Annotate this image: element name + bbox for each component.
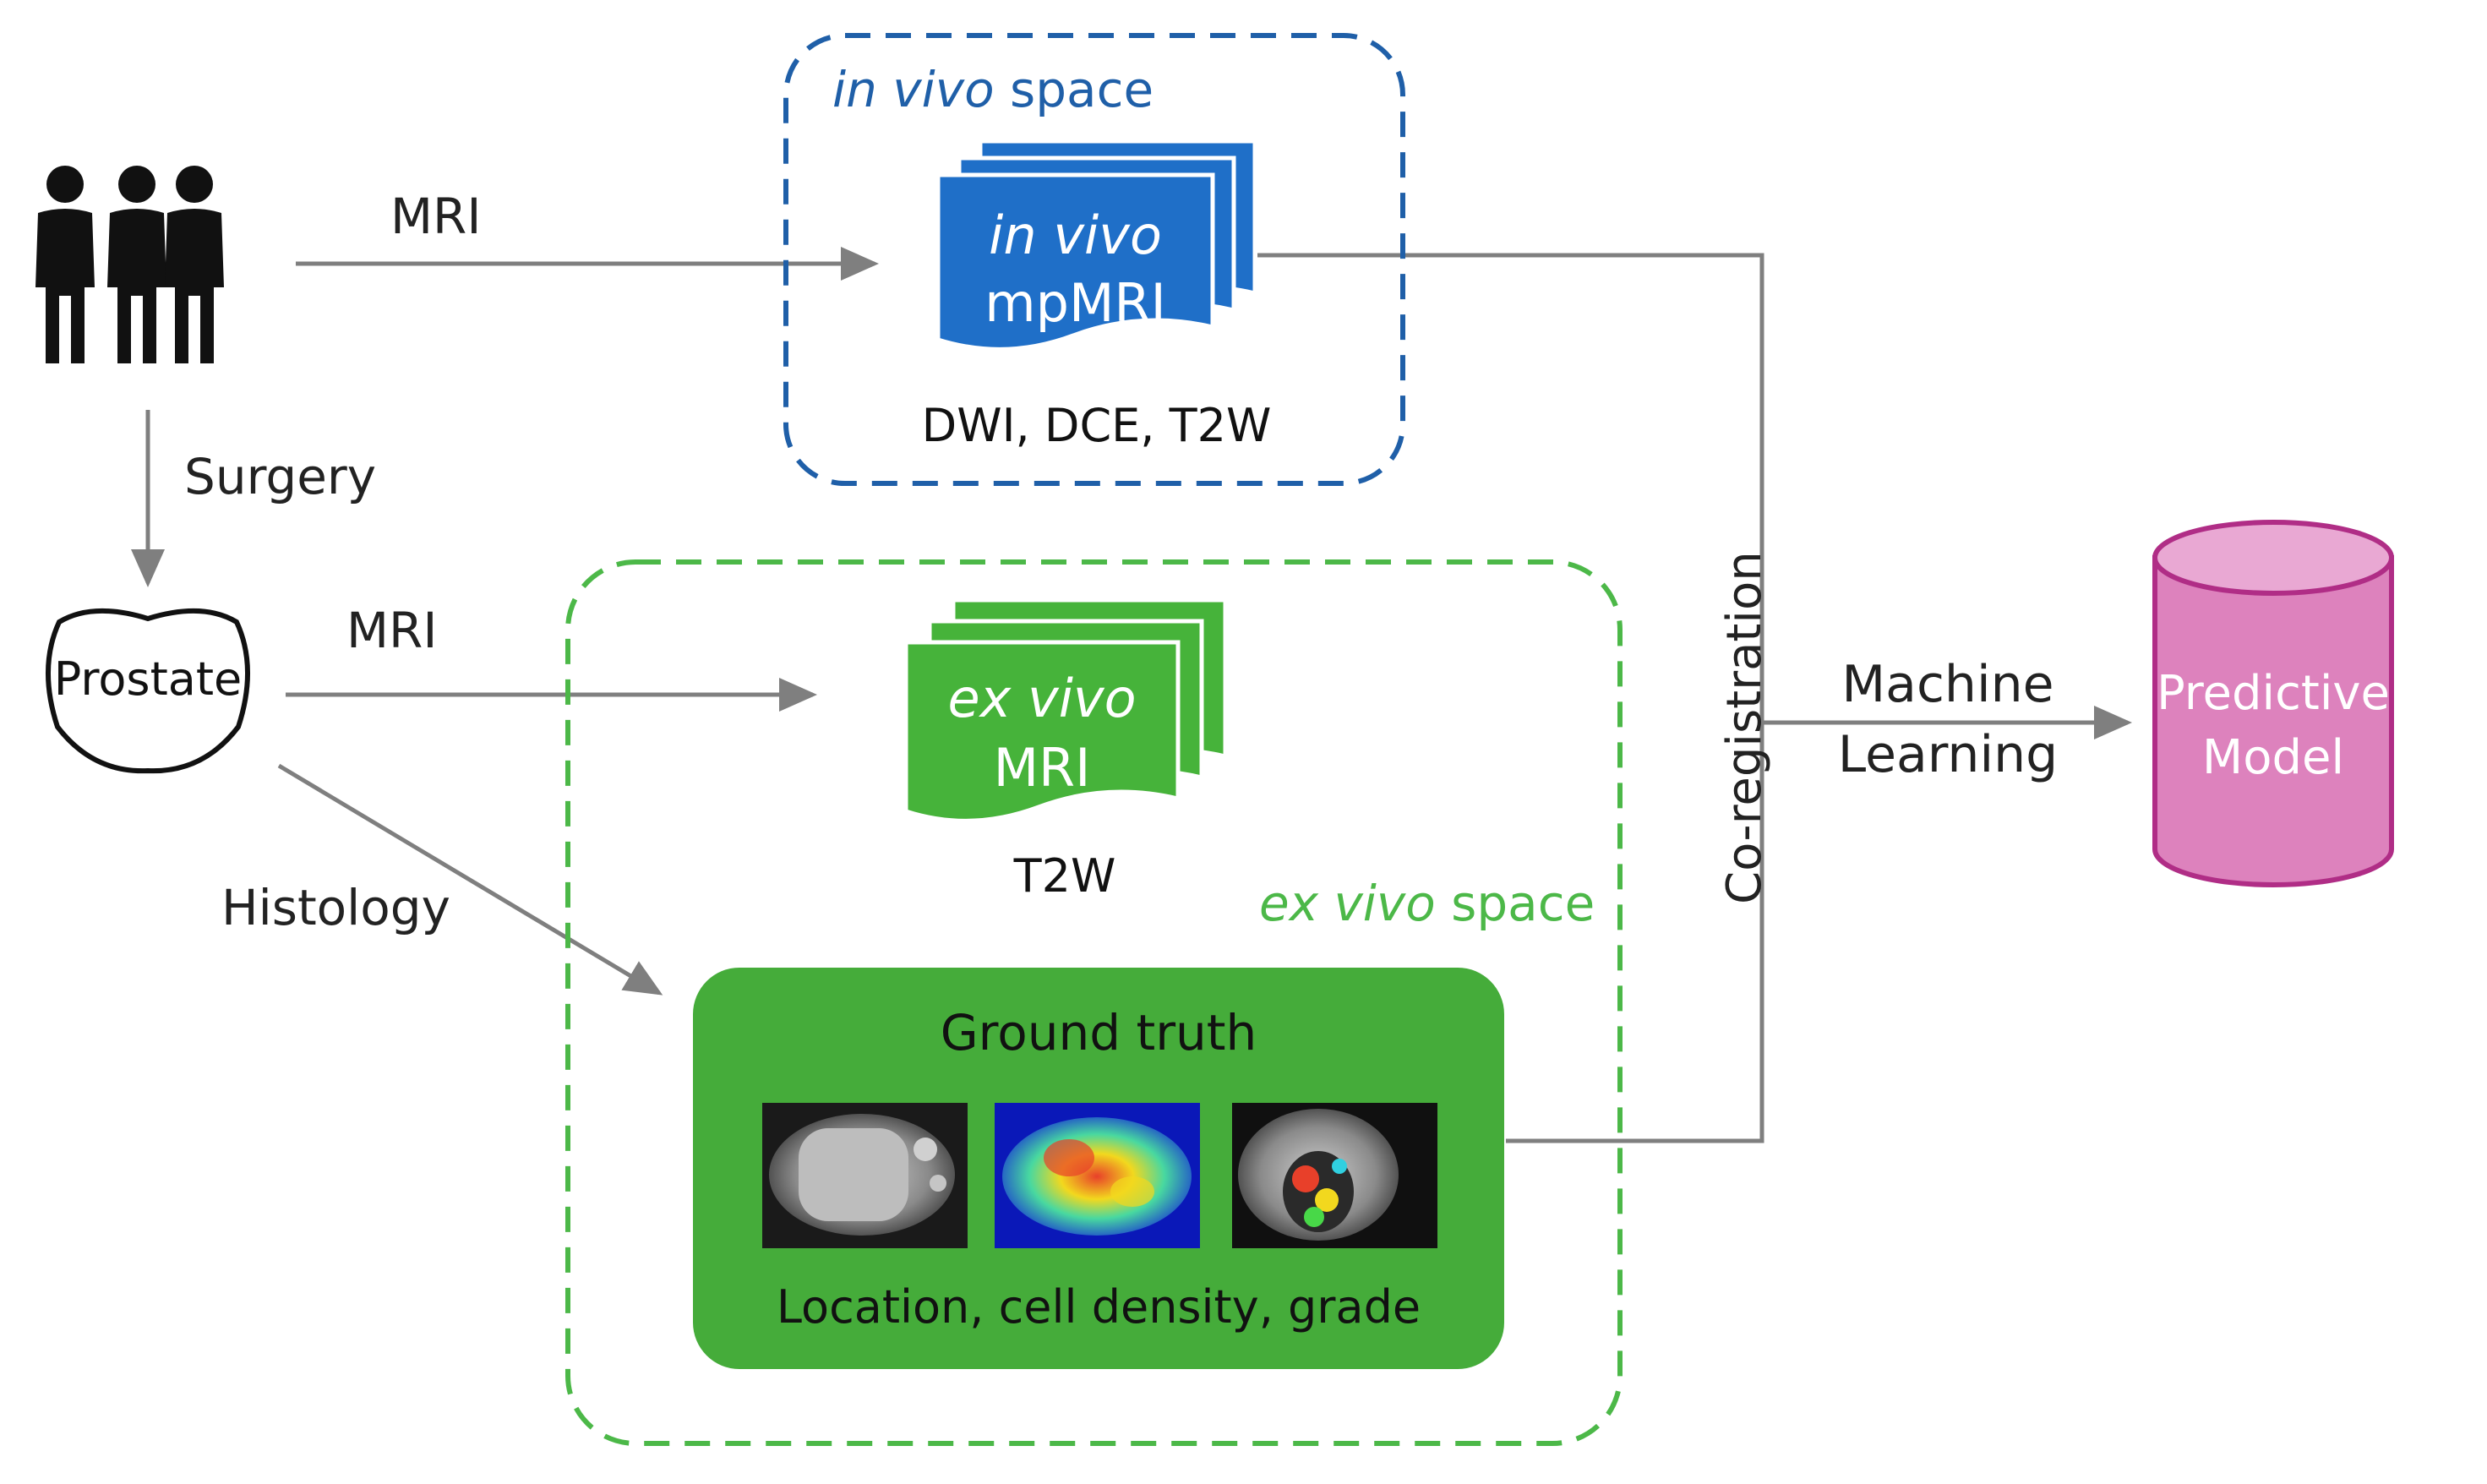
database-cylinder-icon — [2152, 520, 2394, 887]
ml-label-line1: Machine — [1841, 655, 2054, 714]
ex-vivo-stack-line2: MRI — [993, 737, 1091, 799]
ex-vivo-space-box — [565, 559, 1623, 1446]
in-vivo-label-rest: space — [994, 61, 1154, 118]
ml-label-line2: Learning — [1837, 725, 2059, 784]
in-vivo-stack-line2: mpMRI — [984, 272, 1166, 334]
people-group-icon — [35, 166, 224, 363]
edge-label-surgery: Surgery — [184, 448, 377, 505]
in-vivo-space-box — [783, 33, 1405, 486]
ex-vivo-mri-stack-icon — [903, 597, 1228, 823]
in-vivo-space-label: in vivo space — [832, 61, 1154, 118]
in-vivo-sequences: DWI, DCE, T2W — [921, 399, 1272, 452]
edge-label-histology: Histology — [221, 879, 450, 936]
ex-vivo-sequences: T2W — [1013, 849, 1116, 903]
in-vivo-label-italic: in vivo — [832, 61, 995, 118]
arrows — [131, 247, 2132, 1143]
prostate-shape-icon — [46, 608, 250, 774]
ex-vivo-stack-line1: ex vivo — [947, 668, 1137, 729]
edge-label-mri-invivo: MRI — [390, 188, 482, 245]
in-vivo-stack-line1: in vivo — [989, 205, 1162, 266]
grade-overlay-image — [1232, 1103, 1437, 1248]
ex-vivo-label-italic: ex vivo — [1259, 875, 1436, 932]
histology-mri-image — [762, 1103, 968, 1248]
coregistration-line — [1257, 253, 1764, 1143]
edge-label-mri-exvivo: MRI — [346, 602, 438, 659]
cell-density-heatmap-image — [995, 1103, 1200, 1248]
ex-vivo-space-label: ex vivo space — [1259, 875, 1595, 932]
in-vivo-mpmri-stack-icon — [935, 139, 1257, 352]
prostate-label: Prostate — [53, 652, 243, 706]
predictive-model-line2: Model — [2201, 730, 2345, 785]
predictive-model-line1: Predictive — [2156, 666, 2391, 721]
coregistration-label: Co-registration — [1717, 551, 1772, 904]
ground-truth-title: Ground truth — [940, 1004, 1257, 1061]
ex-vivo-label-rest: space — [1435, 875, 1595, 932]
ground-truth-caption: Location, cell density, grade — [776, 1280, 1421, 1334]
arrow-prostate-to-groundtruth — [277, 763, 663, 996]
ground-truth-images — [762, 1103, 1437, 1248]
